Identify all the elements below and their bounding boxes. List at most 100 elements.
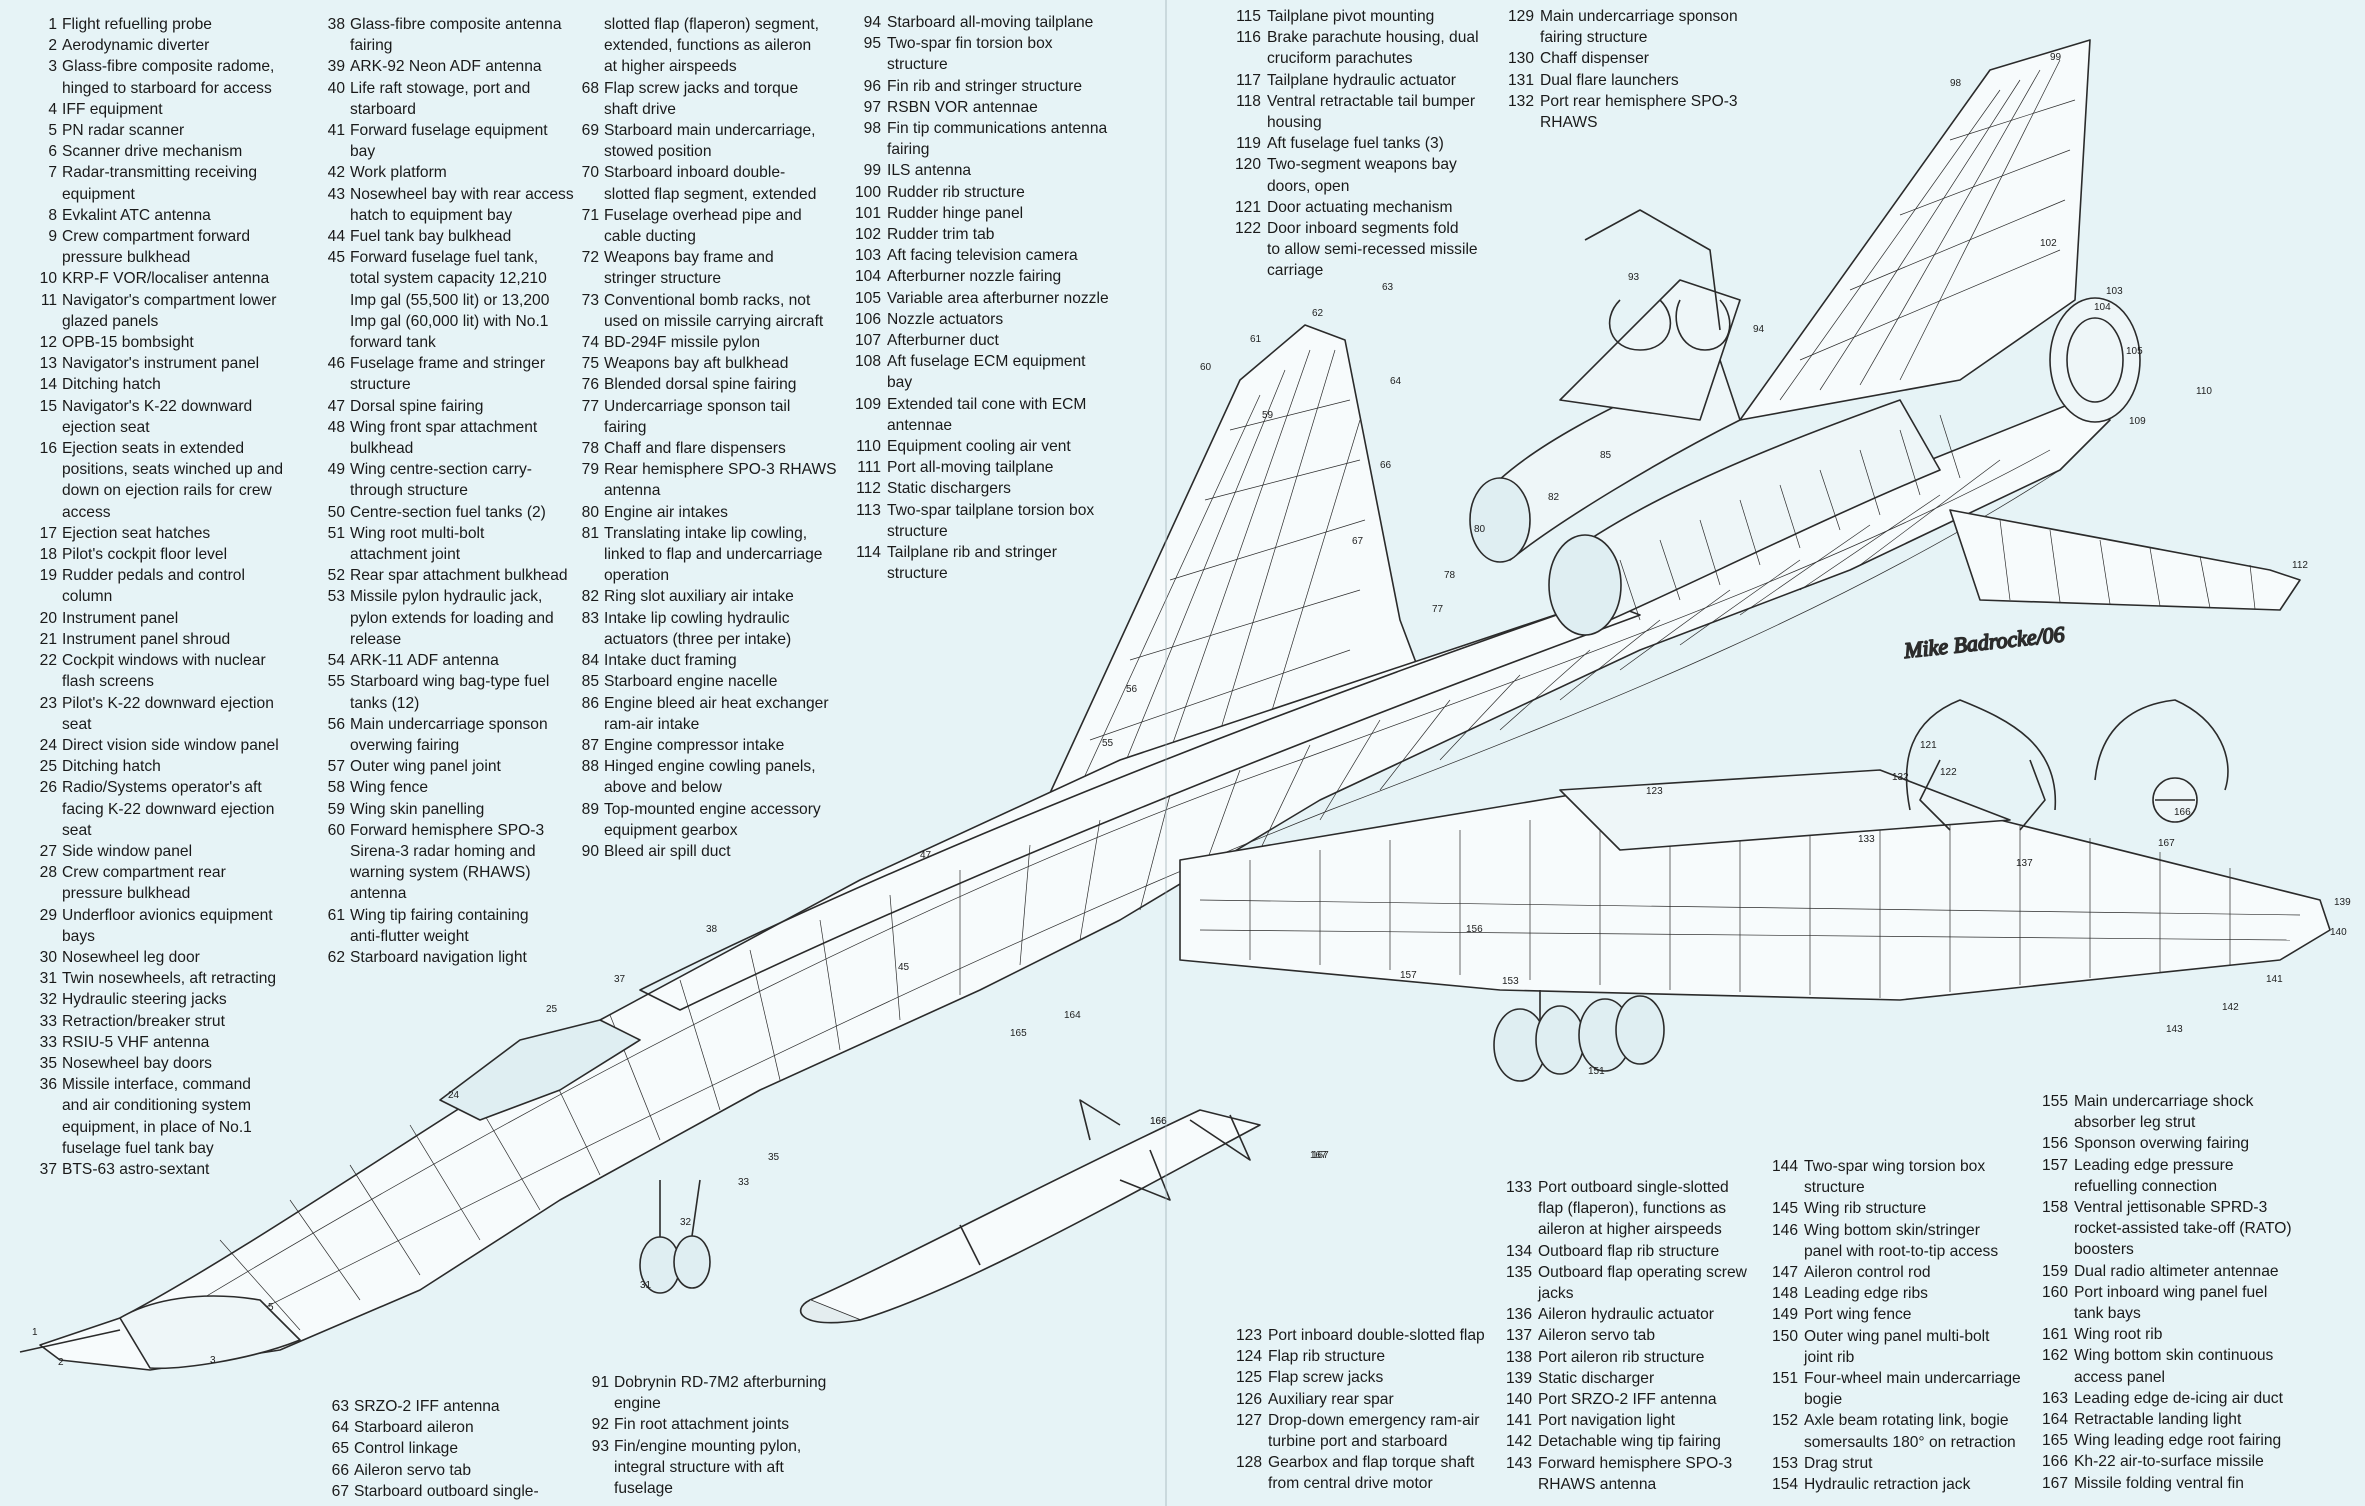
key-entry: seat: [38, 714, 313, 735]
key-label: Dorsal spine fairing: [350, 397, 484, 415]
key-number: 38: [327, 16, 345, 33]
key-number: 12: [39, 334, 57, 352]
callout-number: 122: [1940, 767, 1957, 778]
key-number: 16: [39, 440, 57, 458]
key-label: Wing centre-section carry-: [350, 461, 532, 479]
key-number: 14: [39, 376, 57, 394]
key-label: Static dischargers: [887, 480, 1011, 498]
key-entry: tank bays: [2042, 1303, 2362, 1324]
key-label: Wing rib structure: [1804, 1200, 1927, 1218]
key-number: 137: [1506, 1327, 1533, 1345]
key-label: Two-segment weapons bay: [1267, 156, 1457, 174]
key-label: Aft fuselage fuel tanks (3): [1267, 135, 1444, 153]
key-number: 155: [2042, 1093, 2069, 1110]
key-number: 163: [2042, 1389, 2069, 1407]
key-entry: operation: [580, 565, 855, 586]
key-label: antennae: [887, 416, 953, 434]
key-number: 8: [48, 206, 57, 224]
key-label: Drop-down emergency ram-air: [1268, 1411, 1480, 1429]
key-number: 78: [581, 440, 599, 458]
key-label: Four-wheel main undercarriage: [1804, 1370, 2021, 1388]
key-number: 112: [856, 480, 881, 498]
key-label: Direct vision side window panel: [62, 736, 279, 754]
callout-number: 32: [680, 1217, 692, 1228]
key-number: 82: [581, 588, 599, 606]
callout-number: 31: [640, 1280, 652, 1291]
key-label: attachment joint: [350, 546, 461, 564]
key-number: 110: [856, 438, 881, 456]
key-label: Main undercarriage shock: [2074, 1093, 2254, 1110]
key-label: Weapons bay frame and: [604, 249, 774, 267]
key-number: 9: [48, 228, 57, 246]
key-label: Port rear hemisphere SPO-3: [1540, 92, 1738, 110]
key-number: 151: [1772, 1370, 1799, 1388]
key-label: Extended tail cone with ECM: [887, 395, 1087, 413]
key-label: Port inboard wing panel fuel: [2074, 1283, 2268, 1301]
key-label: anti-flutter weight: [350, 927, 469, 945]
key-number: 114: [856, 544, 881, 562]
callout-number: 104: [2094, 302, 2111, 313]
key-number: 143: [1506, 1454, 1533, 1472]
key-label: total system capacity 12,210: [350, 270, 547, 288]
port-engine-nacelle: [1559, 399, 1941, 621]
key-entry: fuselage fuel tank bay: [38, 1138, 313, 1159]
key-number: 117: [1236, 71, 1261, 89]
key-number: 66: [331, 1461, 349, 1479]
key-label: Rudder trim tab: [887, 226, 995, 244]
key-label: bay: [887, 374, 913, 392]
key-number: 136: [1506, 1306, 1533, 1324]
callout-number: 167: [1312, 1150, 1329, 1161]
key-number: 51: [327, 524, 345, 542]
key-number: 20: [39, 609, 57, 627]
key-number: 132: [1508, 92, 1535, 110]
key-label: structure: [887, 522, 948, 540]
key-entry: antennae: [855, 415, 1140, 436]
key-entry: at higher airspeeds: [580, 56, 855, 77]
key-label: structure: [887, 565, 948, 583]
key-entry: hatch to equipment bay: [326, 205, 601, 226]
key-number: 71: [581, 206, 599, 224]
key-label: Gearbox and flap torque shaft: [1268, 1454, 1475, 1472]
key-entry: facing K-22 downward ejection: [38, 799, 313, 820]
key-entry: 112 Static dischargers: [855, 478, 1140, 499]
key-label: flap (flaperon), functions as: [1538, 1200, 1727, 1218]
callout-number: 93: [1628, 272, 1640, 283]
key-label: BD-294F missile pylon: [604, 334, 760, 352]
key-label: Dobrynin RD-7M2 afterburning: [614, 1374, 827, 1391]
callout-number: 142: [2222, 1002, 2239, 1013]
key-label: Work platform: [350, 164, 447, 182]
key-label: slotted flap (flaperon) segment,: [604, 16, 819, 33]
callout-number: 139: [2334, 897, 2351, 908]
key-label: Rudder pedals and control: [62, 567, 245, 585]
callout-number: 37: [614, 974, 626, 985]
key-label: Afterburner nozzle fairing: [887, 268, 1062, 286]
key-entry: to allow semi-recessed missile: [1235, 239, 1505, 260]
callout-number: 56: [1126, 684, 1138, 695]
key-label: Drag strut: [1804, 1454, 1873, 1472]
key-number: 153: [1772, 1454, 1799, 1472]
key-label: equipment gearbox: [604, 821, 738, 839]
key-number: 2: [48, 37, 57, 55]
key-label: Nozzle actuators: [887, 310, 1004, 328]
key-label: structure: [350, 376, 411, 394]
